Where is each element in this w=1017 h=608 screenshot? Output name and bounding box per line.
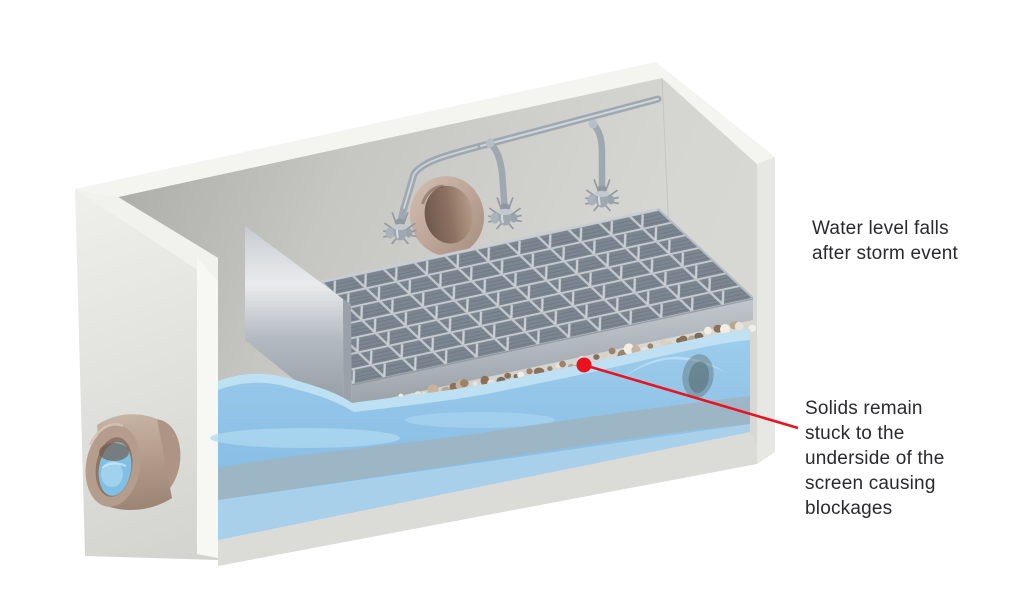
outlet-opening [682, 354, 714, 398]
pebble [659, 339, 666, 345]
spray-tine [508, 223, 514, 230]
spray-nozzle [383, 212, 417, 245]
screen-front-band [352, 298, 753, 406]
baffle-plate [245, 226, 352, 424]
water-sediment-band [218, 396, 750, 500]
spray-tine [593, 205, 599, 212]
pebble [526, 368, 533, 375]
spray-tine [605, 205, 611, 212]
nozzle-knob [607, 195, 615, 205]
nozzle-ring [497, 209, 513, 215]
inlet-opening [409, 176, 485, 256]
pebble [734, 321, 744, 332]
nozzle-knob [385, 227, 395, 239]
pebble [513, 374, 519, 379]
pebble [547, 366, 553, 372]
pebble [720, 324, 730, 335]
pebble [517, 371, 525, 379]
label-water-level: Water level falls after storm event [812, 218, 958, 264]
nozzle-ring [392, 224, 408, 230]
pebble [623, 343, 634, 355]
spray-tine [404, 222, 417, 232]
spray-tine [509, 207, 522, 217]
screen-right-edge [657, 208, 754, 299]
nozzle-ring [594, 191, 610, 197]
chamber-left-cut-face [197, 258, 218, 558]
pebble [608, 347, 616, 355]
pebble [559, 360, 566, 368]
chamber-floor-ledge [218, 432, 757, 566]
nozzle-knob [510, 213, 518, 223]
nozzle-knob [587, 194, 597, 206]
water-bottom-strip [218, 424, 750, 540]
nozzle-collar [597, 185, 607, 193]
spray-nozzle [488, 197, 522, 230]
baffle-edge [343, 299, 352, 424]
pebble [504, 372, 512, 379]
spray-system [396, 95, 662, 233]
chamber-right-rim [656, 62, 775, 164]
screen-band-shadow [351, 298, 754, 386]
outlet-pipe [85, 414, 181, 511]
nozzle-knob [405, 228, 413, 238]
pebble [480, 375, 490, 386]
pebble [593, 354, 600, 360]
pebble [647, 343, 654, 349]
pebble [600, 352, 608, 358]
chamber-right-outer-face [757, 157, 775, 464]
water-wave [210, 428, 400, 448]
label-solids-blockage: Solids remain stuck to the underside of … [805, 398, 945, 519]
nozzle-collar [500, 203, 510, 211]
spray-nozzle [585, 179, 619, 212]
spray-tine [606, 189, 619, 199]
pebble [460, 379, 469, 388]
spray-tine [496, 223, 502, 230]
pebble [713, 324, 723, 333]
spray-tine [391, 238, 397, 245]
pebble [555, 363, 561, 369]
annotation-leader [576, 357, 799, 430]
water [210, 329, 750, 540]
pebble [472, 381, 478, 388]
screen-back-edge [257, 208, 659, 296]
spray-tine [403, 238, 409, 245]
nozzle-collar [395, 218, 405, 226]
leader-line [583, 363, 799, 430]
pebble [704, 326, 712, 335]
leader-dot [576, 357, 592, 373]
water-wave [405, 412, 555, 428]
nozzle-knob [490, 212, 500, 224]
chamber-back-rim [75, 62, 662, 197]
spray-nozzles [383, 179, 619, 245]
pebble [748, 324, 756, 332]
